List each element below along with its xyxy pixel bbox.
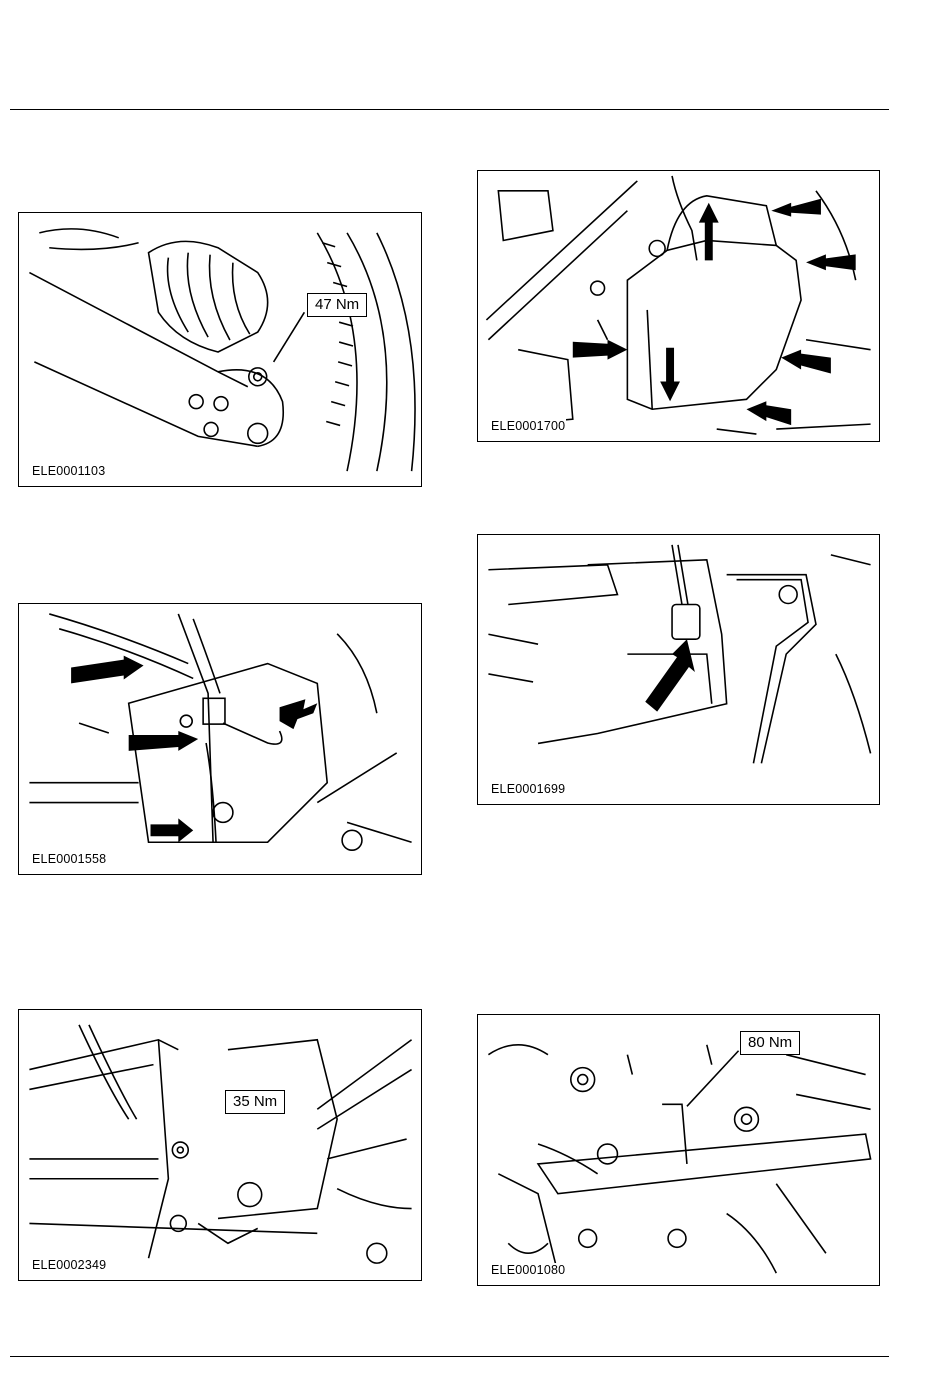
torque-label: 35 Nm	[225, 1090, 285, 1114]
figure-code: ELE0001080	[490, 1263, 566, 1277]
wiring-connector-illustration	[19, 604, 421, 874]
figure-code: ELE0001700	[490, 419, 566, 433]
figure-ele0001103: 47 Nm ELE0001103	[18, 212, 422, 487]
figure-code: ELE0001558	[31, 852, 107, 866]
torque-label: 80 Nm	[740, 1031, 800, 1055]
figure-code: ELE0002349	[31, 1258, 107, 1272]
gearbox-mount-illustration	[19, 1010, 421, 1280]
figure-ele0001699: ELE0001699	[477, 534, 880, 805]
header-rule	[10, 109, 889, 110]
cover-panel-illustration	[478, 171, 879, 441]
footer-rule	[10, 1356, 889, 1357]
suspension-arm-illustration	[19, 213, 421, 486]
torque-label: 47 Nm	[307, 293, 367, 317]
figure-ele0001700: ELE0001700	[477, 170, 880, 442]
harness-connector-illustration	[478, 535, 879, 804]
subframe-illustration	[478, 1015, 879, 1285]
figure-ele0001558: ELE0001558	[18, 603, 422, 875]
figure-ele0002349: 35 Nm ELE0002349	[18, 1009, 422, 1281]
figure-code: ELE0001103	[31, 464, 106, 478]
figure-ele0001080: 80 Nm ELE0001080	[477, 1014, 880, 1286]
figure-code: ELE0001699	[490, 782, 566, 796]
